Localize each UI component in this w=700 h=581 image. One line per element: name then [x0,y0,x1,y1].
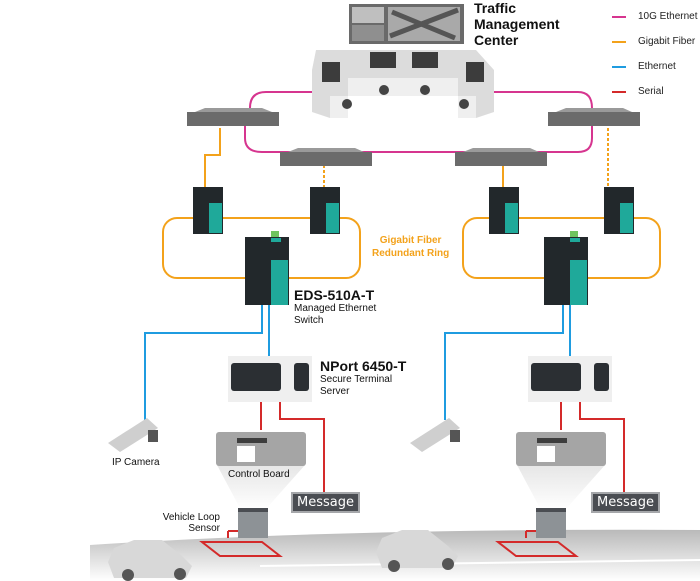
ip-camera-left [108,418,158,452]
control-center-title: Traffic Management Center [474,0,560,48]
nport-right [528,356,612,402]
message-sign-left: Message [291,492,360,513]
server-name: NPort 6450-T [320,358,407,374]
core-switch-3 [455,148,547,166]
10g-ring [244,91,593,153]
ring-switch-small [489,187,519,234]
video-wall [349,4,464,44]
switch-label: EDS-510A-T Managed Ethernet Switch [294,287,377,326]
cone-left [217,465,305,510]
legend-swatch [612,15,626,18]
loop-left [199,530,283,557]
control-board-label: Control Board [228,469,290,480]
control-room-desk [312,50,494,118]
legend-item: Ethernet [612,54,697,79]
legend-swatch [612,65,626,68]
eds-switch-right [544,231,588,305]
car-left [108,540,192,581]
ethernet-camera-right [444,305,564,420]
legend-item: 10G Ethernet [612,4,697,29]
car-right [376,530,458,572]
core-switch-2 [280,148,372,166]
core-switch-4 [548,108,640,126]
loop-sensor-label: Vehicle Loop Sensor [162,512,220,534]
control-board-left [216,432,306,466]
legend-swatch [612,90,626,93]
ring-switch-small [310,187,340,234]
nport-left [228,356,312,402]
eds-switch-left [245,231,289,305]
legend: 10G Ethernet Gigabit Fiber Ethernet Seri… [612,4,697,104]
ip-camera-label: IP Camera [112,457,160,468]
sensor-cabinet-right [536,508,566,538]
legend-item: Gigabit Fiber [612,29,697,54]
message-sign-right: Message [591,492,660,513]
sensor-cabinet-left [238,508,268,538]
ethernet-camera-left [144,305,263,420]
ring-switch-small [604,187,634,234]
legend-swatch [612,40,626,43]
legend-item: Serial [612,79,697,104]
ring-switch-small [193,187,223,234]
cone-right [517,465,605,510]
server-label: NPort 6450-T Secure Terminal Server [320,358,407,397]
fiber-uplink-1 [204,128,221,190]
loop-right [495,530,579,557]
core-switch-1 [187,108,279,126]
ip-camera-right [410,418,460,452]
control-board-right [516,432,606,466]
serial-msg-left [279,402,325,492]
serial-msg-right [579,402,625,492]
ring-label: Gigabit Fiber Redundant Ring [372,235,450,259]
switch-name: EDS-510A-T [294,287,375,303]
road-lane-line [259,559,700,567]
